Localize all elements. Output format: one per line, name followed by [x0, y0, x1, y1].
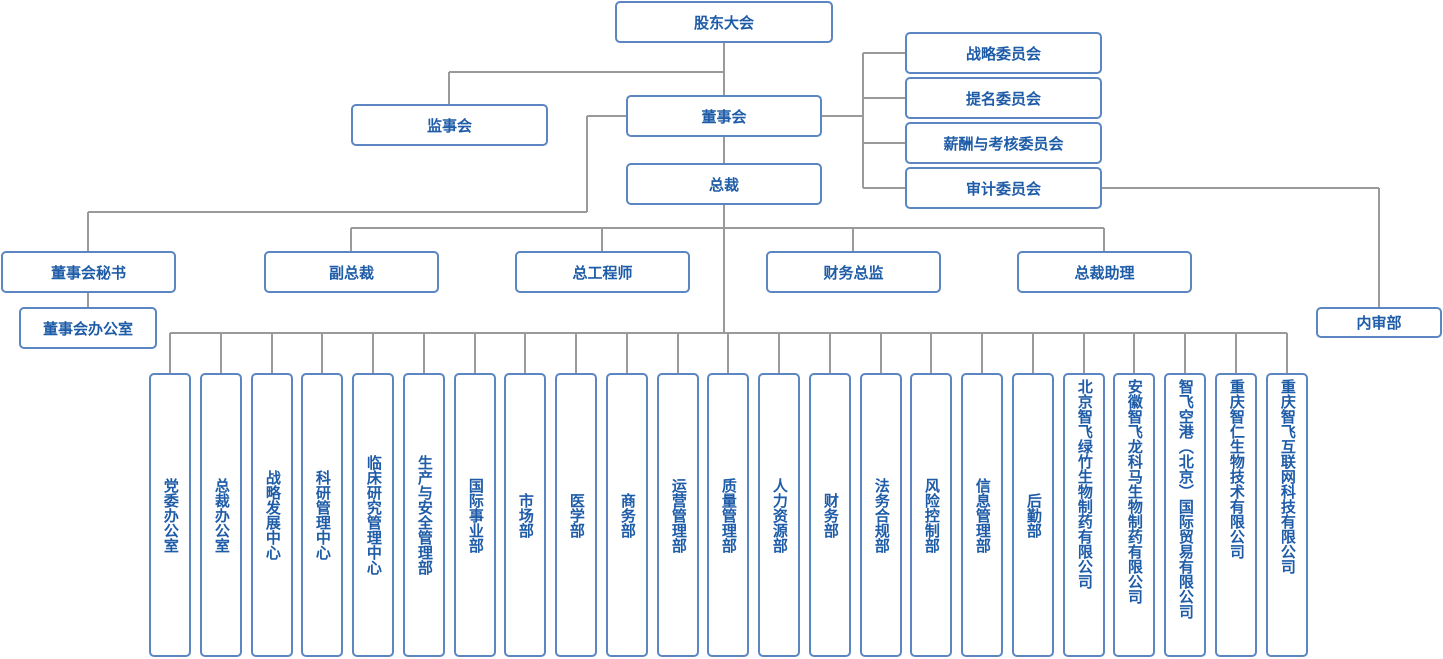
board-secretary-box: 董事会秘书: [1, 251, 176, 293]
committee-label: 审计委员会: [965, 179, 1041, 198]
department-box: 人力资源部: [758, 373, 800, 657]
internal-audit-box: 内审部: [1316, 307, 1442, 338]
department-label: 重庆智飞互联网科技有限公司: [1278, 379, 1297, 574]
department-label: 战略发展中心: [263, 470, 282, 560]
department-label: 质量管理部: [719, 477, 738, 553]
committee-label: 战略委员会: [965, 44, 1041, 63]
department-label: 生产与安全管理部: [415, 455, 434, 575]
cfo-box: 财务总监: [766, 251, 941, 293]
supervisors-box: 监事会: [351, 104, 548, 146]
shareholders-box: 股东大会: [615, 1, 833, 43]
department-box: 医学部: [555, 373, 597, 657]
department-box: 党委办公室: [149, 373, 191, 657]
executive-label: 副总裁: [328, 263, 374, 282]
department-label: 临床研究管理中心: [364, 455, 383, 575]
committee-strategy-box: 战略委员会: [905, 32, 1102, 74]
department-box: 商务部: [606, 373, 648, 657]
board-secretary-label: 董事会秘书: [50, 263, 126, 282]
department-label: 后勤部: [1024, 492, 1043, 538]
department-box: 临床研究管理中心: [352, 373, 394, 657]
department-box: 北京智飞绿竹生物制药有限公司: [1063, 373, 1105, 657]
department-label: 风险控制部: [922, 477, 941, 553]
department-box: 重庆智飞互联网科技有限公司: [1266, 373, 1308, 657]
department-box: 信息管理部: [961, 373, 1003, 657]
president-label: 总裁: [708, 175, 739, 194]
board-office-label: 董事会办公室: [42, 319, 133, 338]
department-label: 人力资源部: [770, 477, 789, 553]
department-box: 市场部: [504, 373, 546, 657]
department-box: 安徽智飞龙科马生物制药有限公司: [1113, 373, 1155, 657]
department-box: 总裁办公室: [200, 373, 242, 657]
department-label: 财务部: [821, 492, 840, 538]
department-box: 战略发展中心: [251, 373, 293, 657]
department-box: 科研管理中心: [301, 373, 343, 657]
department-label: 运营管理部: [669, 477, 688, 553]
department-label: 法务合规部: [872, 477, 891, 553]
department-box: 风险控制部: [910, 373, 952, 657]
board-office-box: 董事会办公室: [19, 307, 157, 349]
executive-label: 总裁助理: [1074, 263, 1135, 282]
department-box: 后勤部: [1012, 373, 1054, 657]
internal-audit-label: 内审部: [1356, 314, 1402, 332]
committee-compensation-box: 薪酬与考核委员会: [905, 122, 1102, 164]
committee-label: 提名委员会: [965, 89, 1041, 108]
department-label: 总裁办公室: [212, 477, 231, 553]
department-label: 安徽智飞龙科马生物制药有限公司: [1125, 379, 1144, 604]
department-label: 党委办公室: [161, 477, 180, 553]
executive-label: 财务总监: [823, 263, 884, 282]
department-label: 北京智飞绿竹生物制药有限公司: [1075, 379, 1094, 589]
president-box: 总裁: [626, 163, 822, 205]
committee-nomination-box: 提名委员会: [905, 77, 1102, 119]
department-label: 科研管理中心: [313, 470, 332, 560]
board-label: 董事会: [701, 107, 747, 126]
department-label: 医学部: [567, 492, 586, 538]
department-label: 信息管理部: [973, 477, 992, 553]
department-box: 国际事业部: [454, 373, 496, 657]
department-box: 财务部: [809, 373, 851, 657]
department-box: 重庆智仁生物技术有限公司: [1215, 373, 1257, 657]
department-label: 市场部: [516, 492, 535, 538]
president-assistant-box: 总裁助理: [1017, 251, 1192, 293]
department-box: 智飞空港（北京）国际贸易有限公司: [1164, 373, 1206, 657]
committee-label: 薪酬与考核委员会: [943, 134, 1064, 153]
shareholders-label: 股东大会: [693, 13, 754, 32]
vice-president-box: 副总裁: [264, 251, 439, 293]
department-box: 生产与安全管理部: [403, 373, 445, 657]
department-box: 质量管理部: [707, 373, 749, 657]
department-label: 重庆智仁生物技术有限公司: [1227, 379, 1246, 559]
department-box: 法务合规部: [860, 373, 902, 657]
department-label: 国际事业部: [466, 477, 485, 553]
department-label: 商务部: [618, 492, 637, 538]
board-box: 董事会: [626, 95, 822, 137]
supervisors-label: 监事会: [426, 116, 472, 135]
executive-label: 总工程师: [572, 263, 633, 282]
department-box: 运营管理部: [657, 373, 699, 657]
chief-engineer-box: 总工程师: [515, 251, 690, 293]
department-label: 智飞空港（北京）国际贸易有限公司: [1176, 379, 1195, 619]
committee-audit-box: 审计委员会: [905, 167, 1102, 209]
